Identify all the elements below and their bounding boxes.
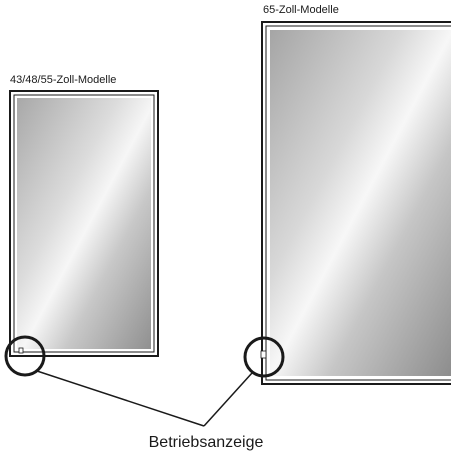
small-indicator-highlight-circle	[4, 335, 46, 377]
large-indicator-highlight-circle	[243, 336, 285, 378]
large-display-screen	[270, 30, 451, 376]
small-display	[9, 90, 159, 357]
large-display	[260, 21, 451, 385]
large-display-inner-frame	[265, 25, 451, 381]
small-display-indicator-led	[18, 347, 24, 354]
small-display-screen	[17, 98, 151, 349]
small-indicator-leader-line	[36, 370, 205, 427]
small-model-label: 43/48/55-Zoll-Modelle	[10, 74, 116, 86]
large-model-label: 65-Zoll-Modelle	[263, 4, 339, 16]
indicator-label: Betriebsanzeige	[149, 434, 264, 451]
large-display-indicator-led	[260, 350, 267, 359]
large-indicator-leader-line	[203, 372, 253, 427]
small-display-inner-frame	[13, 94, 155, 353]
